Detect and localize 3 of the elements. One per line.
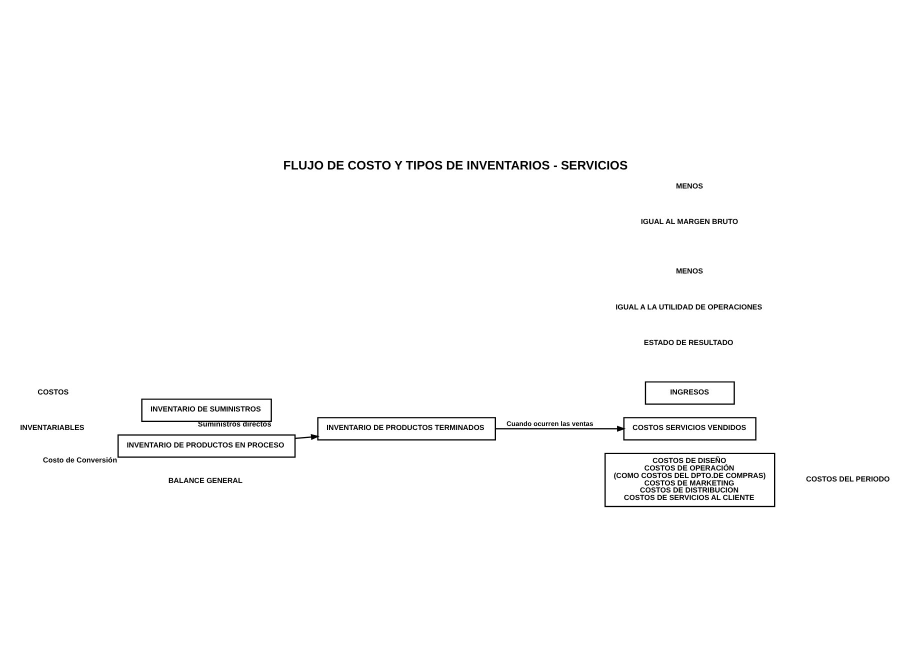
arrow <box>495 426 626 432</box>
diagram-title: FLUJO DE COSTO Y TIPOS DE INVENTARIOS - SERVICIOS <box>282 158 628 172</box>
arrow <box>294 434 320 440</box>
